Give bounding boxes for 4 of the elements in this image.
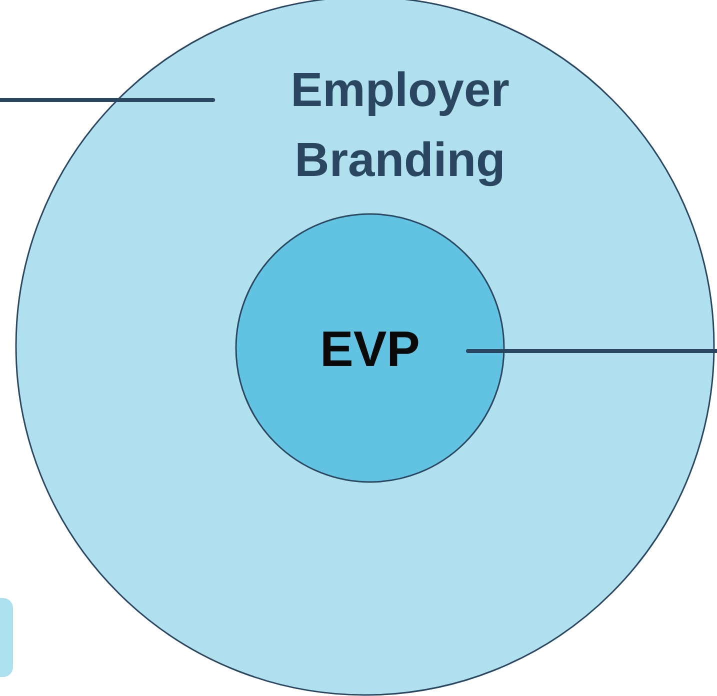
leader-line bbox=[0, 98, 215, 102]
leader-line bbox=[466, 349, 717, 353]
node-label: Employer Branding bbox=[290, 63, 510, 189]
node-label: EVP bbox=[318, 320, 422, 379]
